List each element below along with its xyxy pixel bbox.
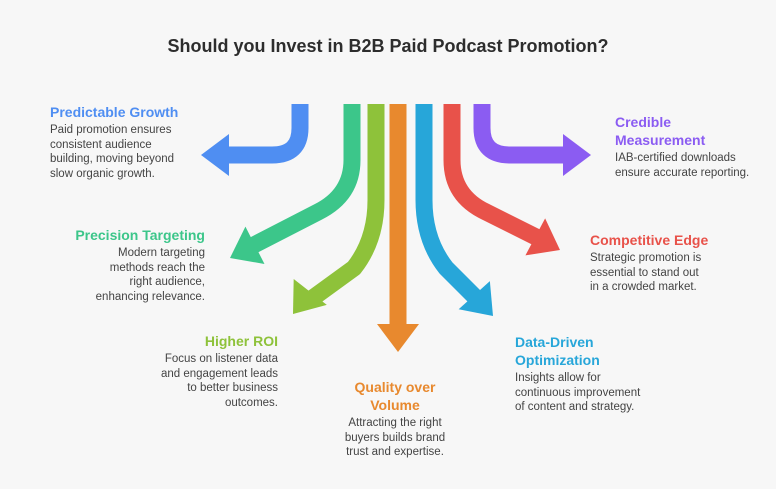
item-text: Modern targeting methods reach the right… [95,247,205,303]
arrow-precision-targeting [230,104,361,264]
arrow-quality-over-volume [377,104,419,352]
item-text: Insights allow for continuous improvemen… [515,372,641,413]
item-precision-targeting: Precision Targeting Modern targeting met… [60,226,205,304]
item-data-driven-optimization: Data-Driven Optimization Insights allow … [515,333,655,415]
item-text: Strategic promotion is essential to stan… [590,252,702,293]
item-competitive-edge: Competitive Edge Strategic promotion is … [590,231,720,295]
item-heading: Higher ROI [204,333,278,349]
arrow-credible-measurement [473,104,591,176]
item-text: IAB-certified downloads ensure accurate … [615,152,750,179]
item-predictable-growth: Predictable Growth Paid promotion ensure… [50,103,200,181]
item-heading: Credible Measurement [615,114,706,148]
item-heading: Predictable Growth [50,104,179,120]
item-text: Focus on listener data and engagement le… [160,353,278,409]
item-heading: Competitive Edge [590,232,709,248]
arrow-higher-roi [293,104,385,314]
item-higher-roi: Higher ROI Focus on listener data and en… [150,332,278,410]
item-credible-measurement: Credible Measurement IAB-certified downl… [615,113,760,180]
arrow-competitive-edge [443,104,560,256]
item-text: Attracting the right buyers builds brand… [344,417,446,458]
item-text: Paid promotion ensures consistent audien… [50,124,175,180]
page-title: Should you Invest in B2B Paid Podcast Pr… [167,36,609,56]
item-heading: Data-Driven Optimization [515,334,600,368]
item-heading: Precision Targeting [75,227,205,243]
item-quality-over-volume: Quality over Volume Attracting the right… [335,378,455,460]
item-heading: Quality over Volume [354,379,436,413]
arrow-predictable-growth [201,104,309,176]
arrow-data-driven-optimization [415,104,493,316]
